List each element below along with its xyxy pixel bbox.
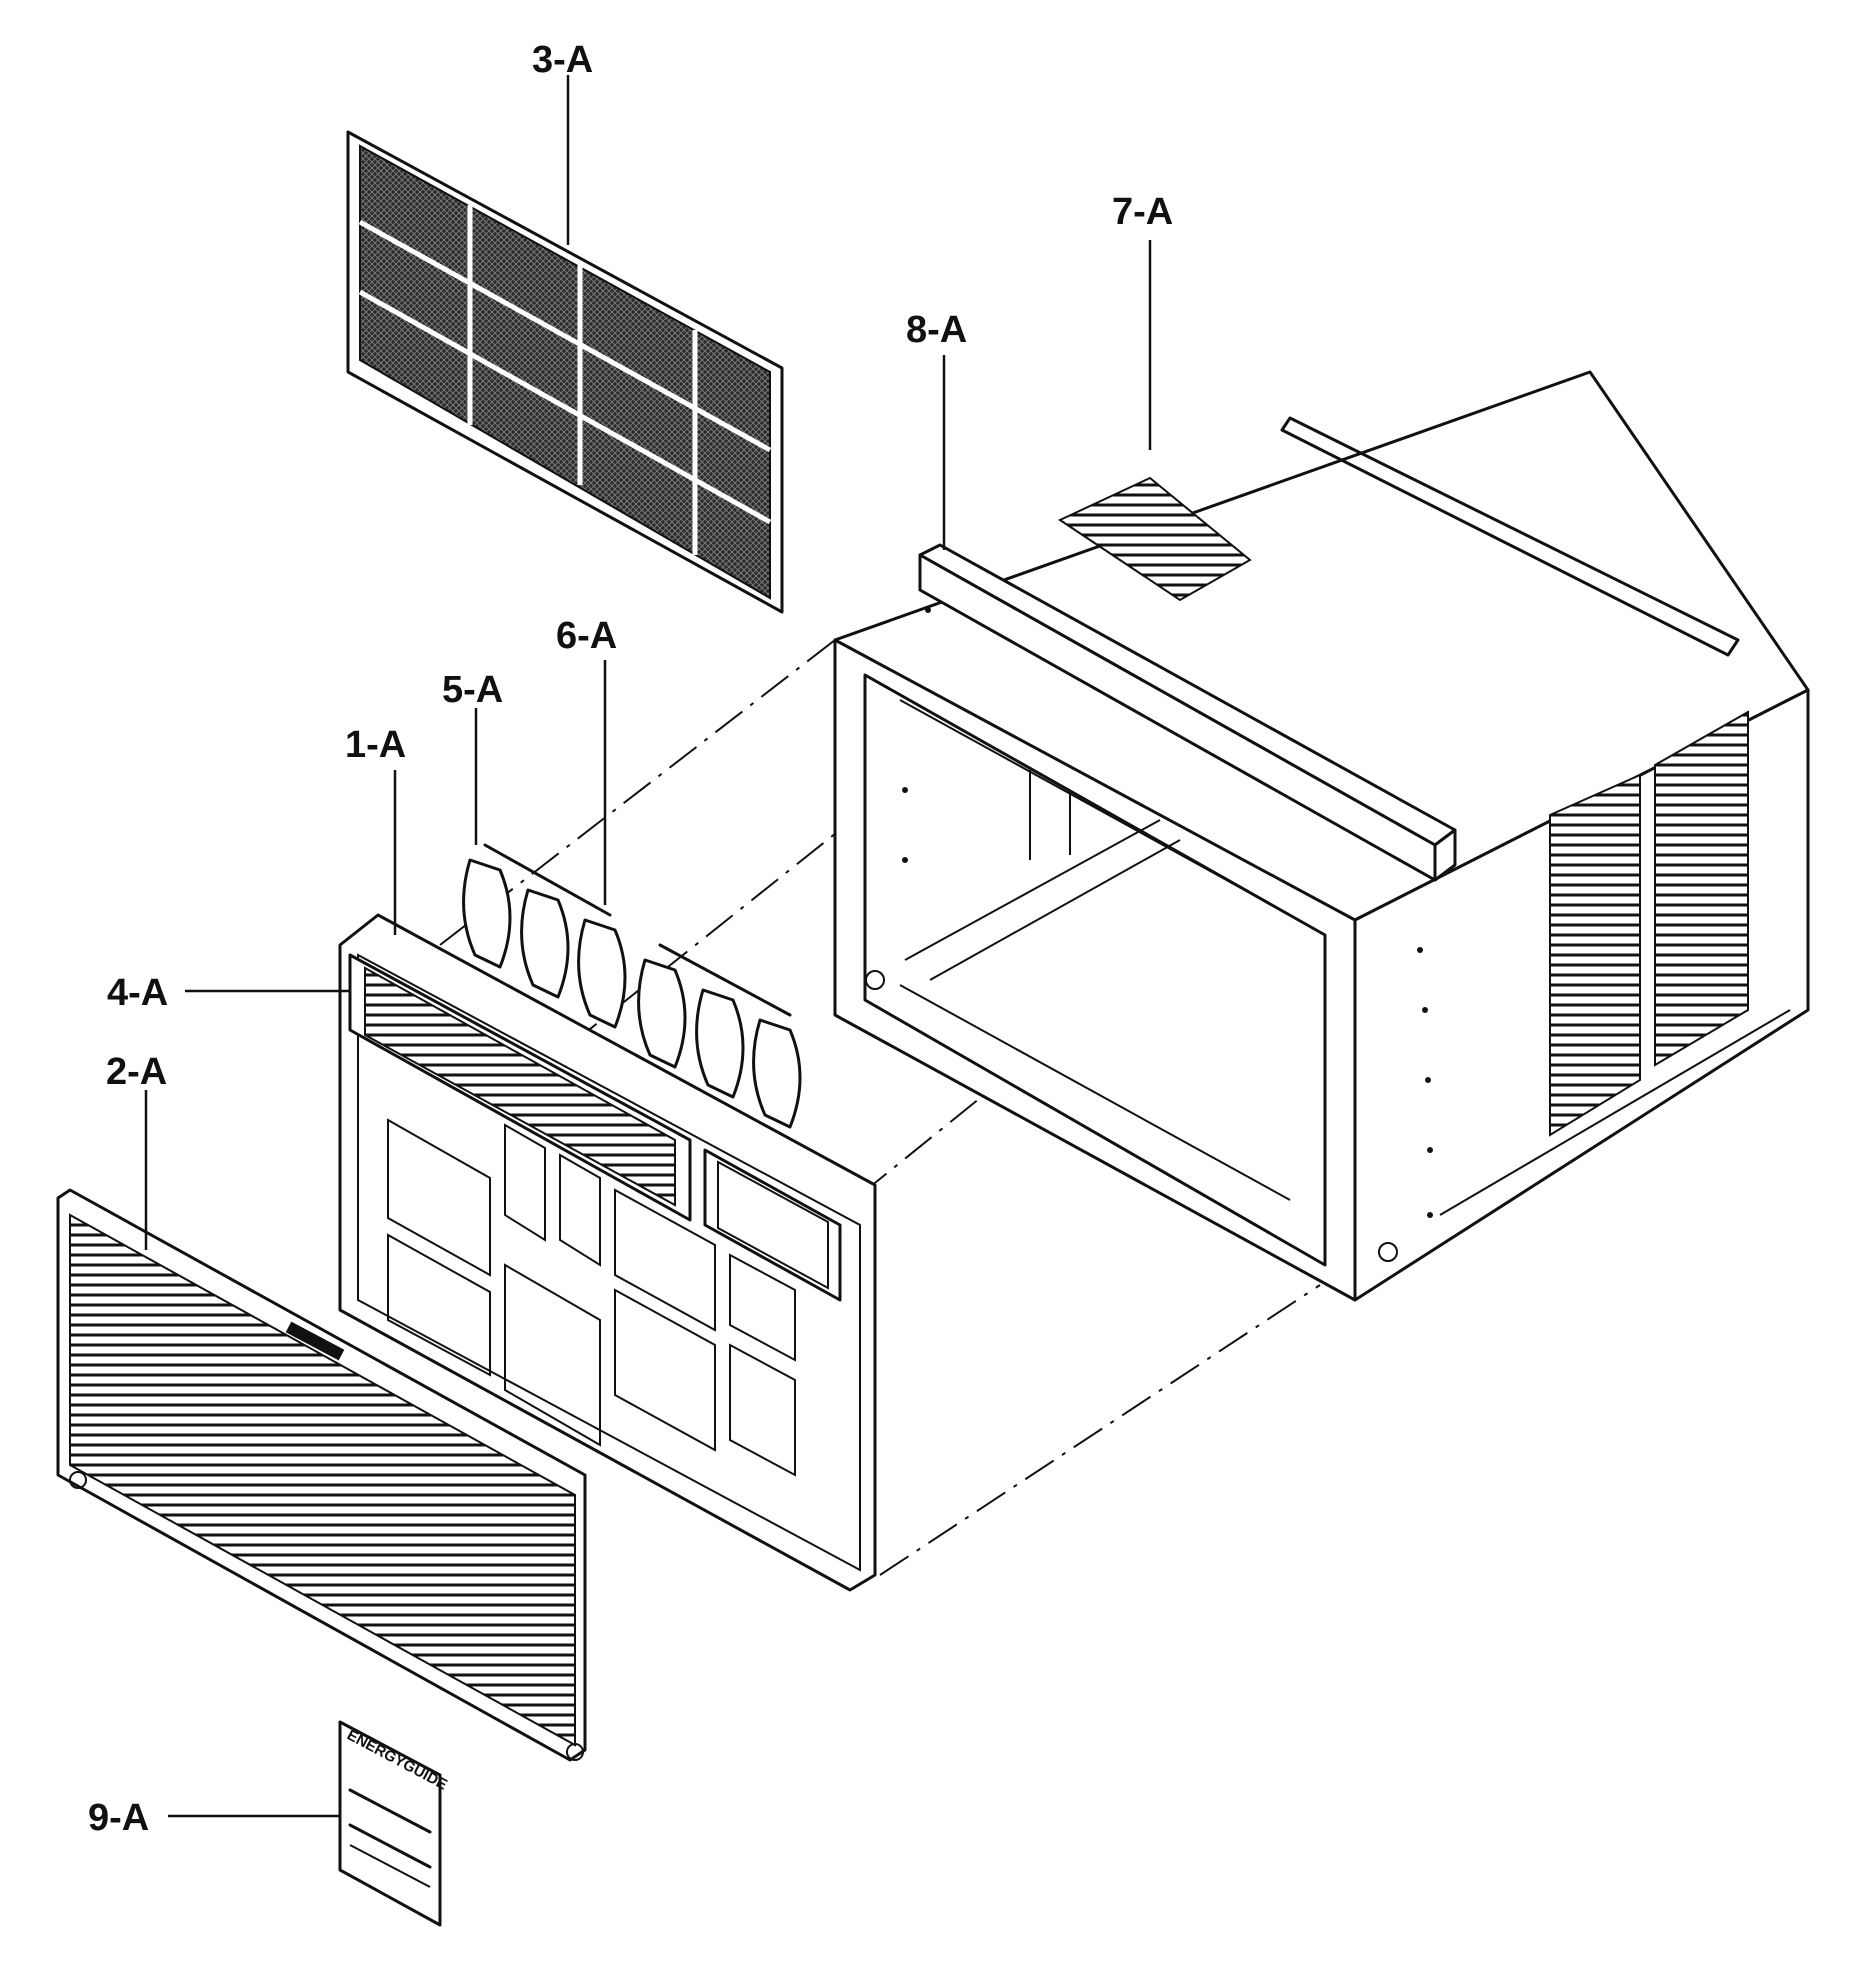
vane-assembly-left xyxy=(462,843,627,1029)
energy-guide-label-part: ENERGYGUIDE xyxy=(338,1720,450,1927)
label-5-a: 5-A xyxy=(442,669,503,711)
label-8-a: 8-A xyxy=(906,309,967,351)
label-1-a: 1-A xyxy=(345,724,406,766)
front-grille-part xyxy=(56,1188,587,1762)
top-rail-part xyxy=(918,543,1457,882)
front-panel-openings xyxy=(387,1118,796,1477)
label-4-a: 4-A xyxy=(107,972,168,1014)
label-3-a: 3-A xyxy=(532,39,593,81)
louvre-assembly-part xyxy=(348,953,692,1222)
part-labels: 3-A 7-A 8-A 6-A 5-A 1-A 4-A 2-A 9-A xyxy=(88,39,1173,1839)
label-6-a: 6-A xyxy=(556,615,617,657)
front-panel-part xyxy=(338,913,877,1592)
side-vent-grills xyxy=(1439,710,1791,1216)
label-7-a: 7-A xyxy=(1112,191,1173,233)
vane-assembly-right xyxy=(637,943,802,1129)
label-2-a: 2-A xyxy=(106,1051,167,1093)
leader-lines xyxy=(144,75,1152,1818)
air-filter-part xyxy=(346,130,784,614)
label-9-a: 9-A xyxy=(88,1797,149,1839)
cabinet-part xyxy=(833,370,1810,1302)
top-vent-slots xyxy=(1057,476,1252,602)
vane-assemblies xyxy=(462,843,802,1129)
